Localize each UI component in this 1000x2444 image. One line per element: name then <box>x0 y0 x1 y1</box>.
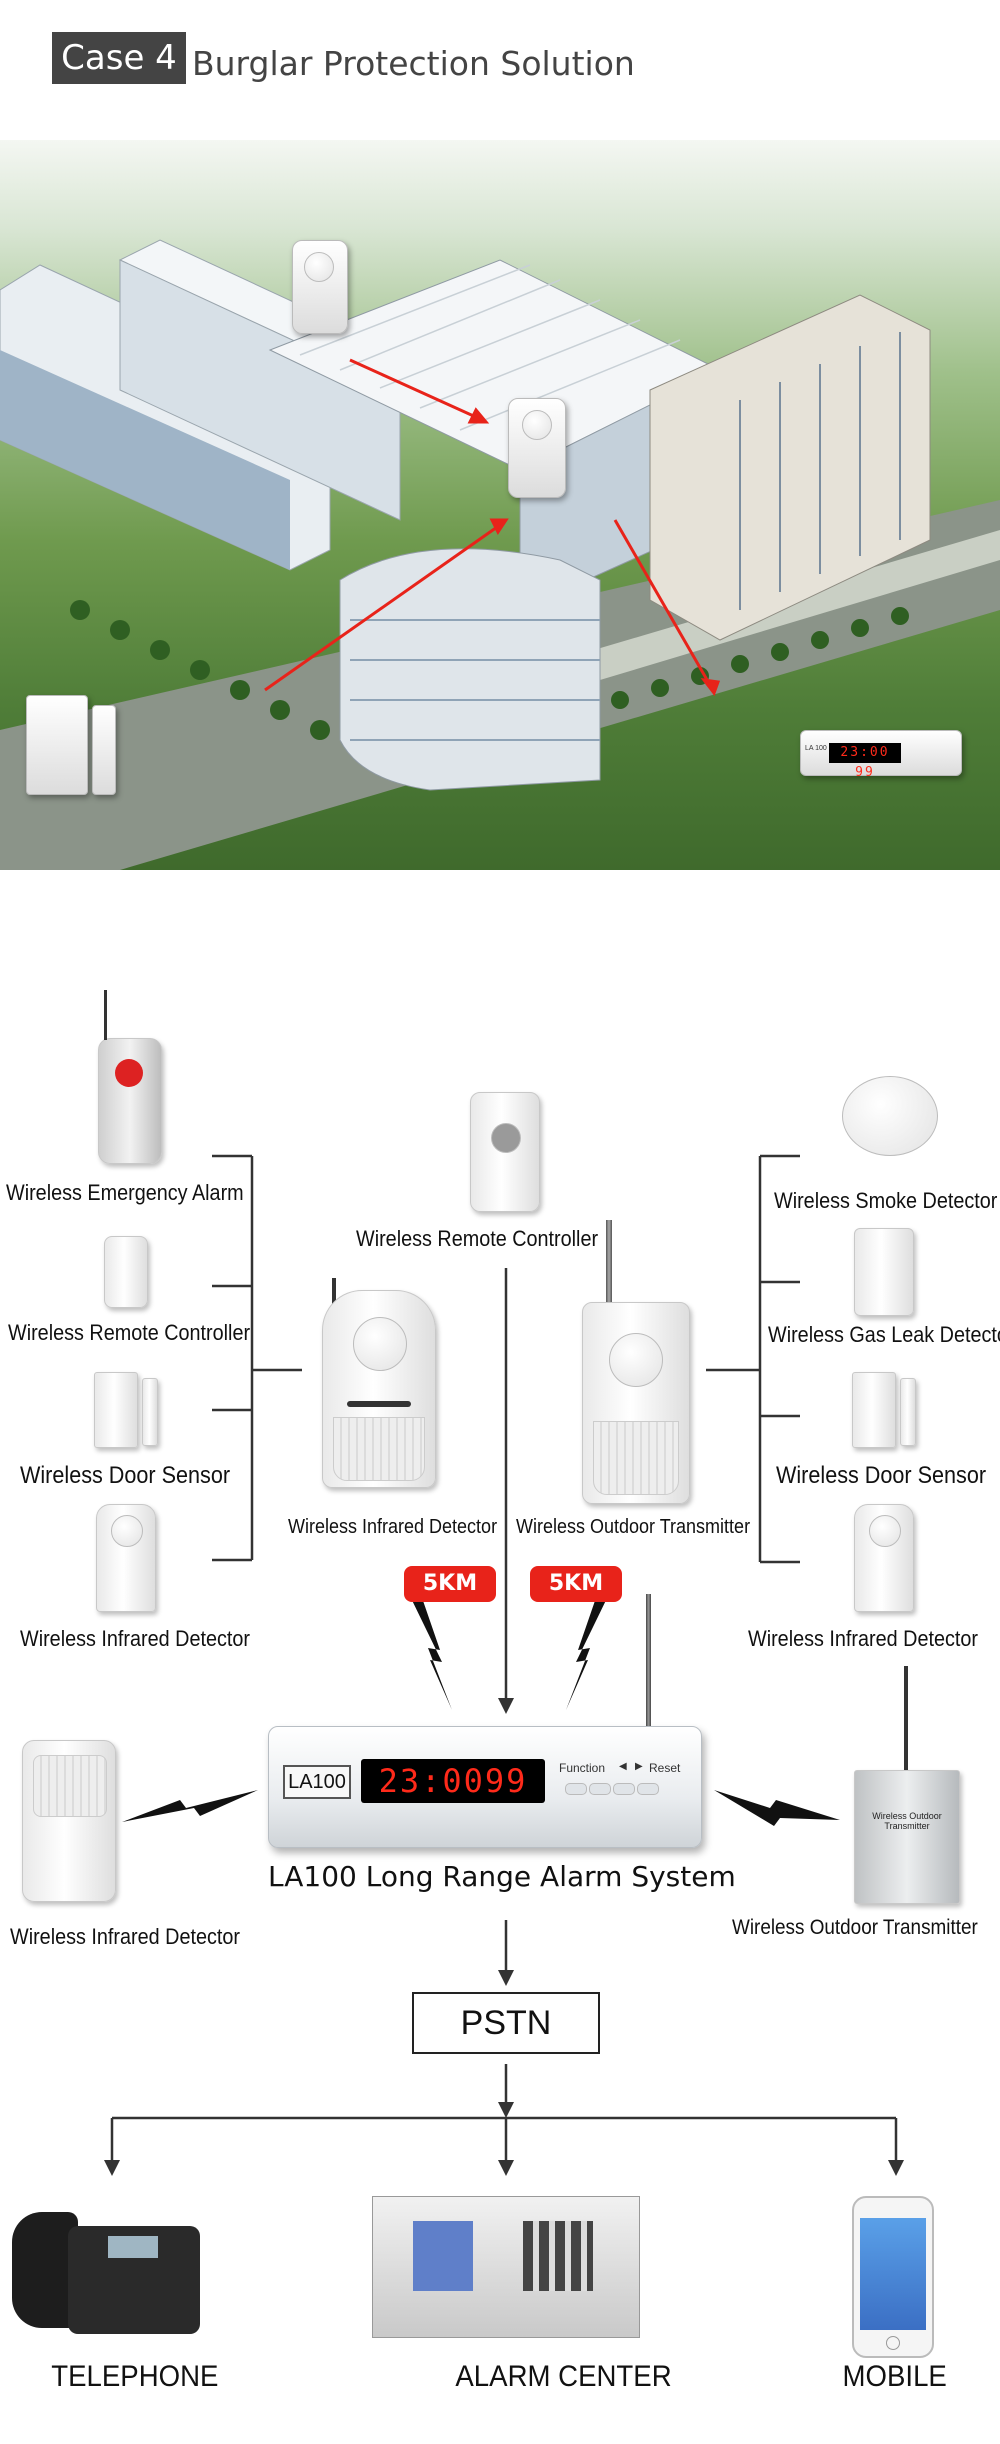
left-building-facade <box>0 350 290 570</box>
left-infrared-lens-icon <box>111 1515 143 1547</box>
infrared-slot <box>347 1401 411 1407</box>
side-left-label: Wireless Infrared Detector <box>10 1924 240 1949</box>
emergency-alarm-device <box>98 1038 162 1164</box>
aerial-building-photo: 23:00 99 LA 100 <box>0 140 1000 870</box>
right-door-magnet <box>900 1378 916 1446</box>
transmitter-box-text: Wireless Outdoor Transmitter <box>872 1811 942 1831</box>
tower-windows <box>739 332 901 610</box>
case-title: Burglar Protection Solution <box>192 44 635 83</box>
panel-reset-label: Reset <box>649 1761 681 1775</box>
right-infrared-detector <box>854 1504 914 1612</box>
panel-button-1[interactable] <box>565 1783 587 1795</box>
alarm-center-screen <box>413 2221 473 2291</box>
signal-arrows <box>264 358 721 697</box>
outdoor-antenna <box>606 1220 612 1306</box>
outdoor-fresnel-lens <box>593 1421 679 1495</box>
photo-panel-display: 23:00 99 <box>829 743 901 780</box>
emergency-alarm-antenna <box>104 990 107 1040</box>
right-device-label-3: Wireless Door Sensor <box>776 1462 987 1489</box>
photo-panel-model: LA 100 <box>805 745 827 752</box>
center-remote-label: Wireless Remote Controller <box>356 1226 599 1251</box>
panel-function-label: Function <box>559 1761 606 1775</box>
panel-led-display: 23:0099 <box>361 1759 545 1803</box>
side-infrared-detector <box>22 1740 116 1902</box>
system-label: LA100 Long Range Alarm System <box>268 1860 736 1893</box>
left-remote-controller <box>104 1236 148 1308</box>
telephone-handset <box>12 2212 78 2328</box>
telephone-device <box>12 2200 200 2334</box>
left-device-label-4: Wireless Infrared Detector <box>20 1626 250 1651</box>
infrared-fresnel-lens <box>333 1417 425 1481</box>
endpoint-telephone-label: TELEPHONE <box>51 2360 219 2393</box>
right-device-label-1: Wireless Smoke Detector <box>774 1188 998 1213</box>
mobile-home-button-icon <box>886 2336 900 2350</box>
side-outdoor-transmitter: Wireless Outdoor Transmitter <box>854 1770 960 1904</box>
pstn-box: PSTN <box>412 1992 600 2054</box>
left-infrared-detector <box>96 1504 156 1612</box>
photo-door-sensor <box>26 695 88 795</box>
side-right-label: Wireless Outdoor Transmitter <box>732 1916 978 1939</box>
infrared-antenna <box>332 1278 336 1318</box>
panel-model-plate: LA100 <box>283 1765 351 1799</box>
left-device-label-1: Wireless Emergency Alarm <box>6 1180 244 1205</box>
telephone-screen <box>108 2236 158 2258</box>
front-building <box>339 548 601 791</box>
side-infrared-lens <box>33 1755 107 1817</box>
roof-stripes <box>299 264 681 431</box>
center-outdoor-label: Wireless Outdoor Transmitter <box>516 1516 751 1538</box>
photo-door-magnet <box>92 705 116 795</box>
center-infrared-label: Wireless Infrared Detector <box>288 1516 498 1538</box>
endpoint-alarm-center-label: ALARM CENTER <box>455 2360 672 2393</box>
panel-button-3[interactable] <box>613 1783 635 1795</box>
side-transmitter-antenna <box>904 1666 908 1774</box>
panel-left-arrow-icon: ◀ <box>619 1761 627 1772</box>
panel-right-arrow-icon: ▶ <box>635 1761 643 1772</box>
gas-leak-detector-device <box>854 1228 914 1316</box>
alarm-center-keypad <box>523 2221 593 2291</box>
photo-center-lens-icon <box>522 410 552 440</box>
panel-button-4[interactable] <box>637 1783 659 1795</box>
alarm-center-device <box>372 2196 640 2338</box>
mobile-screen <box>860 2218 926 2330</box>
panel-antenna <box>646 1594 651 1728</box>
outdoor-lens-icon <box>609 1333 663 1387</box>
mobile-device <box>852 2196 934 2358</box>
range-badge-left: 5KM <box>404 1566 496 1602</box>
smoke-detector-device <box>842 1076 938 1156</box>
photo-alarm-panel: 23:00 99 LA 100 <box>800 730 962 780</box>
aerial-scene <box>0 239 1000 870</box>
right-door-sensor <box>852 1372 896 1448</box>
panic-button-icon <box>115 1059 143 1087</box>
case-badge: Case 4 <box>52 32 186 84</box>
left-door-magnet <box>142 1378 158 1446</box>
right-device-label-2: Wireless Gas Leak Detector <box>768 1322 1000 1347</box>
right-infrared-lens-icon <box>869 1515 901 1547</box>
endpoint-mobile-label: MOBILE <box>842 2360 947 2393</box>
left-device-label-3: Wireless Door Sensor <box>20 1462 231 1489</box>
right-device-label-4: Wireless Infrared Detector <box>748 1626 978 1651</box>
front-windows <box>350 619 600 741</box>
remote-button-icon <box>491 1123 521 1153</box>
range-badge-right: 5KM <box>530 1566 622 1602</box>
telephone-base <box>68 2226 200 2334</box>
la100-alarm-panel: LA100 23:0099 Function ◀ ▶ Reset <box>268 1726 702 1848</box>
center-infrared-detector <box>322 1290 436 1488</box>
left-door-sensor <box>94 1372 138 1448</box>
left-device-label-2: Wireless Remote Controller <box>8 1320 251 1345</box>
panel-button-2[interactable] <box>589 1783 611 1795</box>
photo-detector-lens-icon <box>304 252 334 282</box>
center-outdoor-transmitter <box>582 1302 690 1504</box>
infrared-center-lens-icon <box>353 1317 407 1371</box>
center-remote-controller <box>470 1092 540 1212</box>
